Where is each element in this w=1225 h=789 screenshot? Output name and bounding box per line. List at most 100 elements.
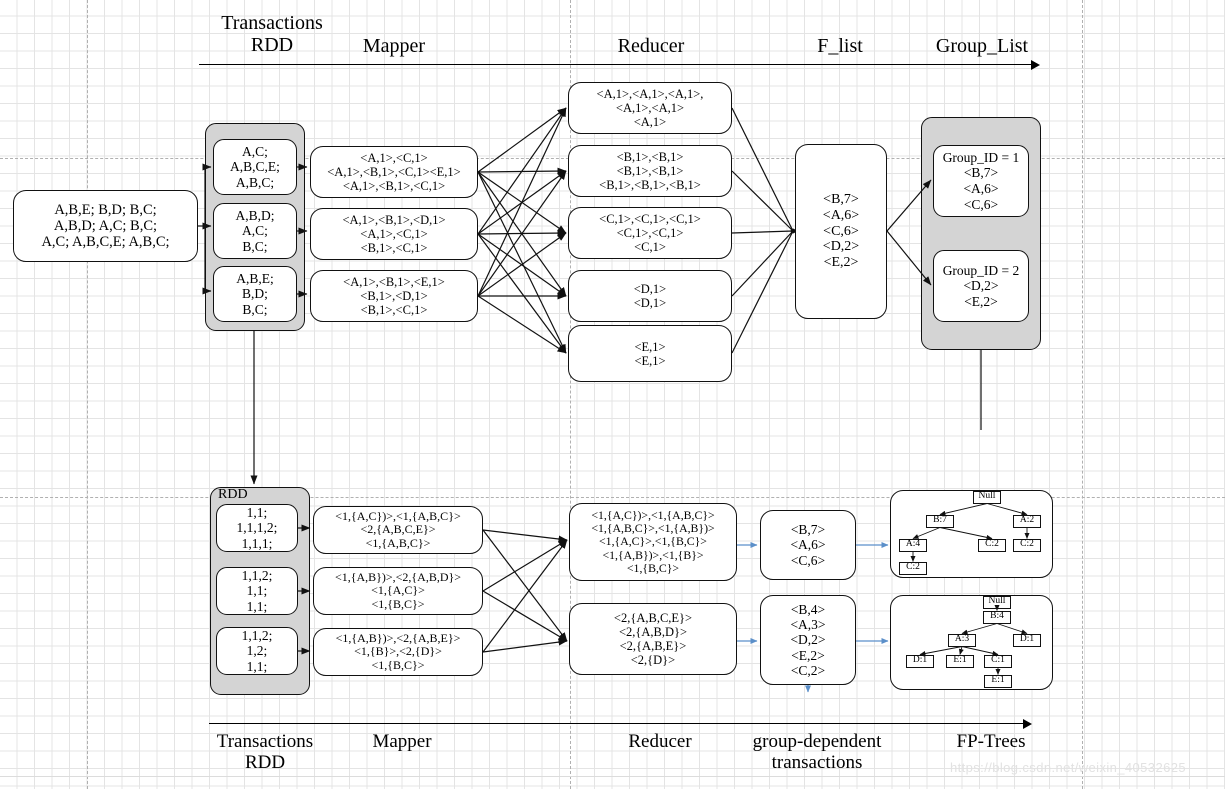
fp-tree-node: B:4 (983, 610, 1011, 624)
flist-line-1: <B,7> (823, 192, 859, 208)
groupdep-line-3: <C,6> (790, 552, 826, 568)
fp-tree-node: A:2 (1013, 514, 1041, 528)
reducer-line-1: <E,1> (634, 339, 666, 354)
fp-tree-node: Null (973, 490, 1001, 504)
groupdep-line-1: <B,4> (790, 602, 826, 618)
rdd-bottom-partition-2: 1,1,2; 1,1; 1,1; (216, 567, 298, 615)
source-line-1: A,B,E; B,D; B,C; (54, 201, 157, 218)
bottom-stage-axis-arrow (1023, 719, 1032, 729)
partition-line-3: 1,1; (246, 598, 268, 614)
reducer-line-2: <A,1>,<A,1> (615, 101, 685, 115)
fp-tree-node: E:1 (984, 674, 1012, 688)
reducer-top-box-c: <C,1>,<C,1>,<C,1> <C,1>,<C,1> <C,1> (568, 207, 732, 259)
mapper-line-2: <A,1>,<C,1> (360, 227, 428, 241)
partition-line-3: B,C; (242, 238, 268, 254)
fp-tree-node: C:2 (899, 561, 927, 575)
reducer-line-4: <1,{A,B})>,<1,{B}> (602, 547, 704, 562)
group-dependent-box-1: <B,7> <A,6> <C,6> (760, 510, 856, 580)
fp-tree-node: C:2 (1013, 538, 1041, 552)
group-line-2: <B,7> (963, 165, 999, 181)
partition-line-1: A,B,E; (236, 270, 274, 286)
reducer-bottom-box-2: <2,{A,B,C,E}> <2,{A,B,D}> <2,{A,B,E}> <2… (569, 603, 737, 675)
reducer-line-3: <C,1> (634, 240, 666, 254)
stage-label-transactions-rdd-top: Transactions RDD (206, 12, 338, 56)
partition-line-3: A,B,C; (235, 174, 275, 190)
reducer-line-1: <B,1>,<B,1> (616, 150, 684, 164)
groupdep-line-5: <C,2> (790, 662, 826, 678)
mapper-line-2: <2,{A,B,C,E}> (360, 522, 436, 537)
stage-label-line1: Transactions (221, 12, 323, 34)
mapper-bottom-box-3: <1,{A,B})>,<2,{A,B,E}> <1,{B}>,<2,{D}> <… (313, 628, 483, 676)
reducer-line-3: <B,1>,<B,1>,<B,1> (599, 178, 701, 192)
reducer-top-box-e: <E,1> <E,1> (568, 325, 732, 382)
group-line-3: <E,2> (964, 293, 998, 309)
rdd-top-partition-3: A,B,E; B,D; B,C; (213, 266, 297, 322)
mapper-line-1: <A,1>,<B,1>,<E,1> (343, 275, 445, 289)
reducer-line-1: <2,{A,B,C,E}> (613, 611, 693, 625)
mapper-line-3: <B,1>,<C,1> (360, 303, 428, 317)
fp-tree-node: E:1 (946, 654, 974, 668)
stage-label-line2: RDD (250, 34, 294, 56)
rdd-bottom-tag-label: RDD (218, 487, 248, 502)
reducer-line-3: <2,{A,B,E}> (619, 639, 687, 653)
group-list-group-2: Group_ID = 2 <D,2> <E,2> (933, 250, 1029, 322)
fp-tree-node: D:1 (1013, 633, 1041, 647)
groupdep-line-1: <B,7> (790, 522, 826, 538)
fp-tree-node: B:7 (926, 514, 954, 528)
partition-line-1: 1,1,2; (241, 627, 273, 643)
rdd-top-partition-2: A,B,D; A,C; B,C; (213, 203, 297, 259)
reducer-line-4: <2,{D}> (630, 653, 676, 667)
partition-line-2: 1,1,1,2; (236, 520, 278, 536)
reducer-line-3: <1,{A,C}>,<1,{B,C}> (599, 534, 707, 549)
mapper-line-2: <1,{A,C}> (371, 583, 425, 598)
reducer-top-box-d: <D,1> <D,1> (568, 270, 732, 322)
fp-tree-node: C:2 (978, 538, 1006, 552)
mapper-top-box-3: <A,1>,<B,1>,<E,1> <B,1>,<D,1> <B,1>,<C,1… (310, 270, 478, 322)
flist-line-3: <C,6> (823, 223, 859, 239)
partition-line-2: A,B,C,E; (230, 159, 280, 175)
partition-line-3: B,C; (242, 301, 268, 317)
stage-label-line2: transactions (771, 751, 863, 773)
source-line-3: A,C; A,B,C,E; A,B,C; (41, 234, 170, 251)
mapper-line-1: <A,1>,<C,1> (360, 151, 428, 165)
partition-line-2: A,C; (242, 223, 268, 239)
mapper-bottom-box-1: <1,{A,C})>,<1,{A,B,C}> <2,{A,B,C,E}> <1,… (313, 506, 483, 554)
reducer-line-5: <1,{B,C}> (626, 560, 680, 575)
mapper-line-1: <A,1>,<B,1>,<D,1> (342, 213, 446, 227)
reducer-line-1: <C,1>,<C,1>,<C,1> (599, 212, 701, 226)
groupdep-line-3: <D,2> (790, 632, 826, 648)
groupdep-line-2: <A,3> (790, 617, 826, 633)
source-line-2: A,B,D; A,C; B,C; (53, 217, 158, 234)
rdd-bottom-partition-1: 1,1; 1,1,1,2; 1,1,1; (216, 504, 298, 552)
partition-line-1: 1,1; (246, 504, 268, 520)
groupdep-line-4: <E,2> (791, 647, 825, 663)
mapper-line-2: <1,{B}>,<2,{D}> (354, 644, 442, 659)
mapper-line-1: <1,{A,B})>,<2,{A,B,D}> (334, 569, 462, 584)
reducer-line-2: <D,1> (633, 282, 667, 296)
groupdep-line-2: <A,6> (790, 537, 826, 553)
rdd-bottom-partition-3: 1,1,2; 1,2; 1,1; (216, 627, 298, 675)
group-line-4: <C,6> (963, 196, 999, 212)
stage-label-flist-top: F_list (817, 35, 863, 57)
group-line-1: Group_ID = 2 (942, 262, 1020, 278)
flist-line-4: <D,2> (822, 239, 860, 255)
partition-line-1: A,C; (242, 143, 268, 159)
reducer-line-3: <A,1> (633, 115, 667, 129)
group-list-group-1: Group_ID = 1 <B,7> <A,6> <C,6> (933, 145, 1029, 217)
partition-line-2: 1,1; (246, 583, 268, 599)
fp-tree-node: A:4 (899, 538, 927, 552)
group-line-2: <D,2> (963, 278, 999, 294)
fp-tree-node: A:3 (948, 633, 976, 647)
flist-line-2: <A,6> (822, 207, 860, 223)
partition-line-2: B,D; (242, 286, 268, 302)
page-break-vertical-3 (1082, 0, 1083, 789)
rdd-top-partition-1: A,C; A,B,C,E; A,B,C; (213, 139, 297, 195)
page-break-vertical-1 (87, 0, 88, 789)
reducer-line-2: <B,1>,<B,1> (616, 164, 684, 178)
reducer-line-2: <C,1>,<C,1> (616, 226, 684, 240)
stage-label-grouplist-top: Group_List (935, 35, 1029, 57)
stage-label-mapper-bottom: Mapper (372, 731, 432, 752)
f-list-box: <B,7> <A,6> <C,6> <D,2> <E,2> (795, 144, 887, 319)
stage-label-reducer-top: Reducer (617, 35, 685, 57)
